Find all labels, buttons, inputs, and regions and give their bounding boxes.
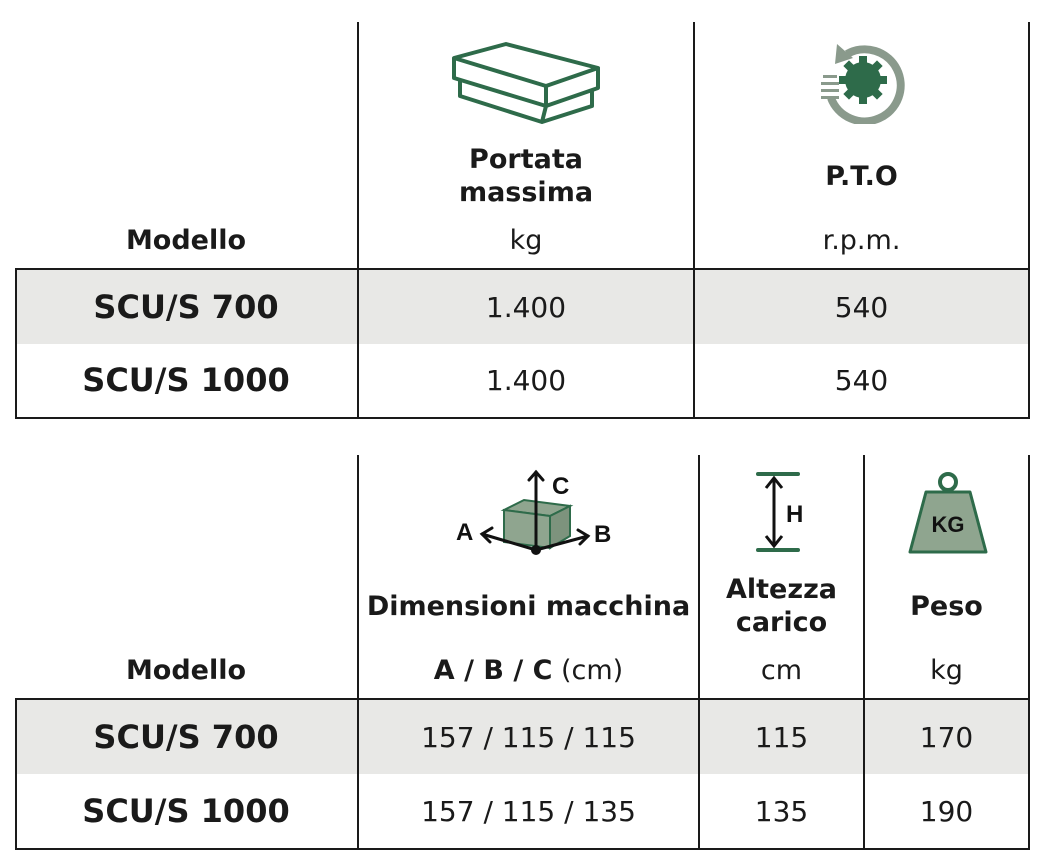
column-header-dimensions: Dimensioni macchina (366, 591, 691, 622)
table-row-shade (16, 270, 1030, 344)
weight-icon: KG (908, 472, 988, 554)
column-header-weight: Peso (910, 591, 983, 622)
column-header-model: Modello (125, 654, 247, 686)
column-header-height-line1: Altezza (725, 574, 838, 605)
column-header-capacity-line1: Portata (469, 144, 583, 175)
divider (693, 22, 695, 419)
column-unit-height: cm (760, 654, 803, 686)
axis-label-c: C (552, 473, 569, 500)
pto-shaft-icon (821, 44, 905, 124)
divider (1028, 22, 1030, 419)
divider (15, 268, 17, 419)
unit-axes: A / B / C (433, 654, 553, 686)
divider (698, 455, 700, 850)
column-unit-dimensions: A / B / C (cm) (359, 652, 698, 688)
divider (15, 698, 17, 850)
table-cell-pto: 540 (834, 290, 889, 324)
table-cell-capacity: 1.400 (485, 290, 567, 324)
divider (863, 455, 865, 850)
column-unit-pto: r.p.m. (822, 224, 901, 256)
column-header-capacity-line2: massima (458, 177, 594, 208)
divider (15, 268, 1030, 270)
table-row-shade (16, 700, 1030, 774)
divider (15, 848, 1030, 850)
weight-icon-label: KG (932, 512, 965, 537)
table-row-model: SCU/S 700 (93, 288, 279, 326)
table-cell-height: 115 (754, 720, 809, 754)
divider (357, 22, 359, 419)
axis-label-b: B (594, 521, 611, 548)
divider (15, 417, 1030, 419)
axis-label-a: A (456, 519, 473, 546)
table-cell-weight: 170 (919, 720, 974, 754)
axis-label-h: H (786, 501, 803, 528)
unit-cm: (cm) (561, 654, 624, 686)
table-cell-pto: 540 (834, 363, 889, 397)
column-header-pto: P.T.O (825, 161, 898, 192)
table-cell-height: 135 (754, 794, 809, 828)
column-unit-capacity: kg (509, 224, 543, 256)
table-cell-dimensions: 157 / 115 / 135 (421, 794, 636, 828)
dimensions-cube-icon: C A B (456, 469, 611, 555)
table-cell-weight: 190 (919, 794, 974, 828)
column-header-height-line2: carico (735, 607, 828, 638)
table-row-model: SCU/S 1000 (82, 792, 290, 830)
height-icon: H (756, 472, 803, 552)
column-header-model: Modello (125, 224, 247, 256)
table-cell-capacity: 1.400 (485, 363, 567, 397)
table-row-model: SCU/S 1000 (82, 361, 290, 399)
table-cell-dimensions: 157 / 115 / 115 (421, 720, 636, 754)
load-capacity-icon (452, 42, 600, 124)
divider (1028, 455, 1030, 850)
divider (357, 455, 359, 850)
divider (15, 698, 1030, 700)
column-unit-weight: kg (930, 654, 963, 686)
table-row-model: SCU/S 700 (93, 718, 279, 756)
